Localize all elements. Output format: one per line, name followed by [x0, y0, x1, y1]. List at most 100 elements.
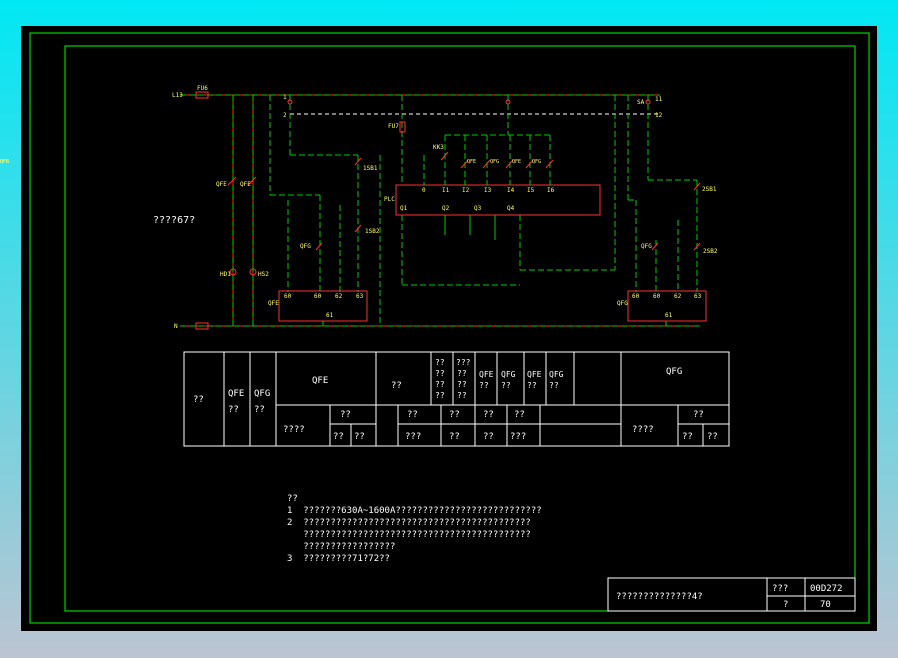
plc-output-number: Q4: [507, 205, 515, 212]
svg-text:??: ??: [435, 369, 445, 378]
coil-number: 63: [694, 293, 702, 300]
coil-number: 60: [314, 293, 322, 300]
table-c6: ????????: [435, 358, 445, 400]
notes-line2: 2 ??????????????????????????????????????…: [287, 518, 531, 528]
label-km-right: QFG: [617, 300, 628, 307]
plc-input-label: QFE: [0, 159, 9, 165]
label-sb2r: 2SB2: [703, 248, 718, 255]
plc-input-number: I4: [507, 187, 515, 194]
table-c9: QFG??: [501, 370, 516, 390]
label-sb2: 1SB2: [365, 228, 380, 235]
title-label-b: ?: [783, 600, 788, 610]
svg-text:??: ??: [501, 381, 511, 390]
plc-input-number: I3: [484, 187, 492, 194]
table-c11: QFG??: [549, 370, 564, 390]
table-c5: ??: [391, 381, 402, 391]
circuit-diagram: [180, 91, 707, 330]
svg-text:QFG: QFG: [549, 370, 564, 379]
coil-right-bottom: 61: [665, 312, 673, 319]
label-fu7: FU7: [388, 123, 399, 130]
svg-text:??: ??: [435, 391, 445, 400]
svg-text:??: ??: [457, 391, 467, 400]
table-cell: ??: [449, 410, 460, 420]
plc-input-label: QFE: [512, 159, 521, 165]
plc-input-number: I6: [547, 187, 555, 194]
plc-output-number: Q3: [474, 205, 482, 212]
table-qfe-head: QFE: [312, 376, 328, 386]
label-sb1: 1SB1: [363, 165, 378, 172]
table-row3: ??????????: [405, 432, 526, 442]
svg-text:??: ??: [457, 369, 467, 378]
table-qfg-head: QFG: [666, 367, 682, 377]
table-cell: ??: [514, 410, 525, 420]
coil-number: 62: [674, 293, 682, 300]
svg-text:QFE: QFE: [527, 370, 542, 379]
plc-input-number: I2: [462, 187, 470, 194]
coil-number: 60: [632, 293, 640, 300]
table-cell: ??: [407, 410, 418, 420]
table-c2: QFE: [228, 389, 244, 399]
label-plc: PLC: [384, 196, 395, 203]
coil-right-numbers: 60 60 62 63: [632, 293, 702, 300]
coil-number: 60: [653, 293, 661, 300]
title-block-text: ??????????????4? ??? 00D272 ? 70: [616, 584, 843, 610]
svg-text:QFE: QFE: [479, 370, 494, 379]
svg-text:QFG: QFG: [501, 370, 516, 379]
state-table: [183, 351, 730, 447]
title-block: [607, 577, 856, 612]
svg-text:??: ??: [527, 381, 537, 390]
canvas-background: [21, 26, 877, 631]
table-cell: ??: [483, 432, 494, 442]
svg-text:??: ??: [435, 380, 445, 389]
svg-text:??: ??: [549, 381, 559, 390]
label-hd1: HD1: [220, 271, 231, 278]
title-code: 00D272: [810, 584, 843, 594]
label-sa: SA: [637, 99, 645, 106]
plc-input-label: QFG: [0, 159, 9, 165]
title-page: 70: [820, 600, 831, 610]
coil-number: 60: [284, 293, 292, 300]
side-label: ????67?: [153, 215, 195, 226]
label-bus2r: 12: [655, 112, 663, 119]
label-qfg-right: QFG: [641, 243, 652, 250]
title-label-a: ???: [772, 584, 788, 594]
outer-frame: [29, 32, 870, 624]
plc-output-number: Q2: [442, 205, 450, 212]
table-qfg-sub2: ??: [693, 410, 704, 420]
label-km-left: QFE: [268, 300, 279, 307]
label-bus1: 1: [283, 94, 287, 101]
state-table-text: ?? QFE ?? QFG ?? QFE ???? ?? ?? ?? ?? ??…: [193, 358, 718, 442]
table-cell: ???: [510, 432, 526, 442]
notes-line1: 1 ???????630A~1600A?????????????????????…: [287, 506, 542, 516]
table-cell: ???: [405, 432, 421, 442]
diagram-labels: L13 N FU6 FU7 1 2 11 12 SA PLC HD1 HS2 1…: [0, 85, 718, 330]
table-cell: ??: [483, 410, 494, 420]
plc-input-label: QFE: [467, 159, 476, 165]
label-l13: L13: [172, 92, 183, 99]
coil-qfg: [627, 290, 707, 322]
label-hs2: HS2: [258, 271, 269, 278]
svg-text:??: ??: [435, 358, 445, 367]
label-n: N: [174, 323, 178, 330]
plc-input-number: I5: [527, 187, 535, 194]
fuse-fu6: [195, 91, 209, 99]
svg-text:??: ??: [457, 380, 467, 389]
table-c3: QFG: [254, 389, 270, 399]
table-c7: ?????????: [456, 358, 471, 400]
inner-frame: [64, 45, 856, 612]
table-c1: ??: [193, 395, 204, 405]
label-fu6: FU6: [197, 85, 208, 92]
label-qfg-left: QFG: [300, 243, 311, 250]
fuse-n: [195, 322, 209, 330]
table-qfe-sub4: ??: [354, 432, 365, 442]
label-sb1r: 2SB1: [702, 186, 717, 193]
svg-text:???: ???: [456, 358, 471, 367]
coil-number: 62: [335, 293, 343, 300]
table-qfe-sub1: ????: [283, 425, 305, 435]
table-qfg-sub4: ??: [707, 432, 718, 442]
label-bus1r: 11: [655, 96, 663, 103]
